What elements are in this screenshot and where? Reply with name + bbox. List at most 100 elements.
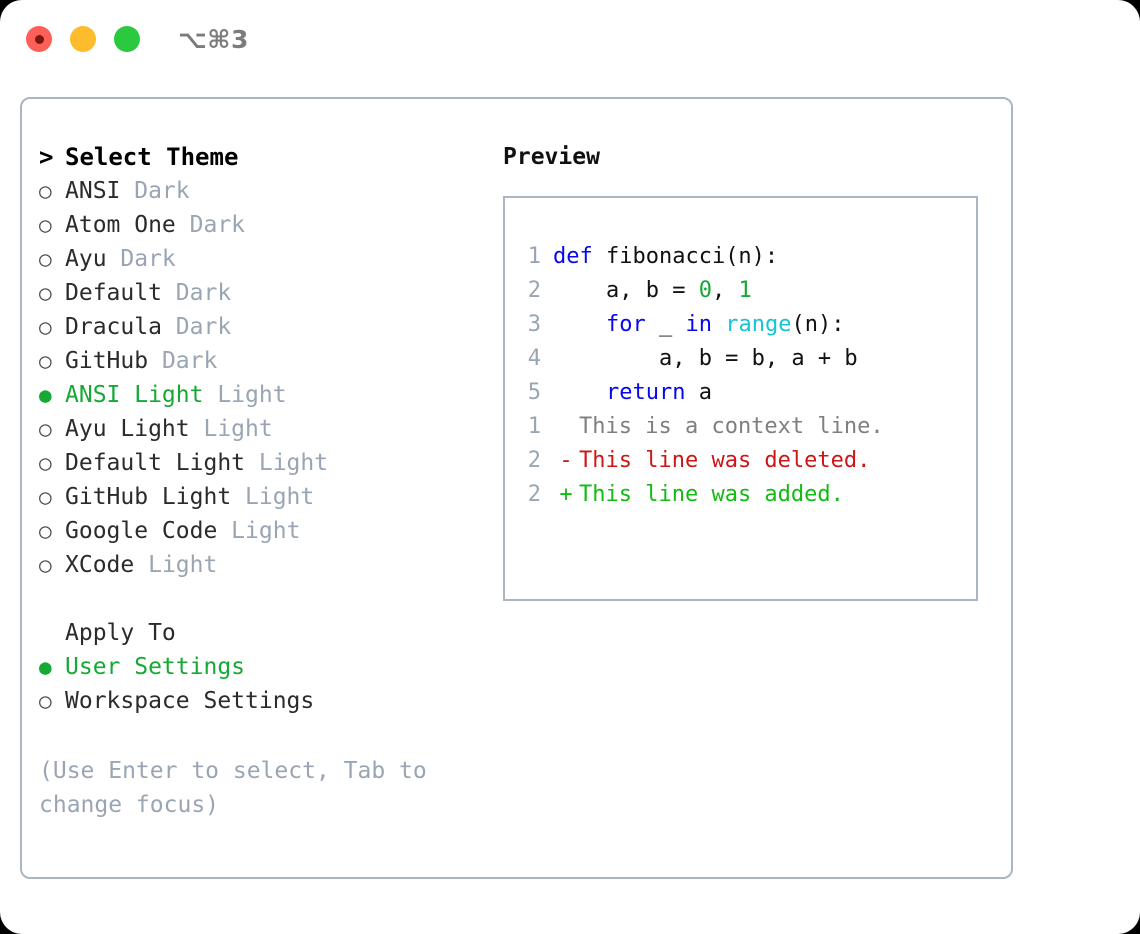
theme-kind-badge: Light xyxy=(217,518,301,544)
apply-to-option[interactable]: ○ Workspace Settings xyxy=(39,684,499,718)
radio-unselected-icon[interactable]: ○ xyxy=(39,553,52,577)
code-token: _ xyxy=(645,312,686,337)
list-spacer xyxy=(39,582,499,616)
code-token: 0 xyxy=(698,278,712,303)
code-token: a xyxy=(685,380,712,405)
code-token: for xyxy=(605,312,646,337)
apply-to-option-label: Workspace Settings xyxy=(65,688,315,714)
code-token: 1 xyxy=(738,278,752,303)
diff-sample: 1 This is a context line.2-This line was… xyxy=(515,410,970,512)
theme-kind-badge: Light xyxy=(189,416,273,442)
theme-name: XCode xyxy=(65,552,135,578)
theme-name: ANSI xyxy=(65,178,121,204)
theme-kind-badge: Light xyxy=(203,382,287,408)
code-token: a, b = xyxy=(553,278,699,303)
radio-unselected-icon[interactable]: ○ xyxy=(39,247,52,271)
line-number: 4 xyxy=(527,346,541,371)
theme-list-item[interactable]: ○ Ayu Dark xyxy=(39,242,499,276)
radio-unselected-icon[interactable]: ○ xyxy=(39,519,52,543)
diff-sign xyxy=(553,410,579,444)
theme-name: Ayu xyxy=(65,246,107,272)
theme-picker-column: > Select Theme ○ANSI Dark○Atom One Dark○… xyxy=(39,140,499,822)
radio-unselected-icon[interactable]: ○ xyxy=(39,179,52,203)
line-number: 1 xyxy=(527,244,541,269)
theme-name: Ayu Light xyxy=(65,416,190,442)
theme-list-item[interactable]: ○ Ayu Light Light xyxy=(39,412,499,446)
diff-sign: + xyxy=(559,482,573,507)
theme-list-item[interactable]: ○ GitHub Dark xyxy=(39,344,499,378)
theme-kind-badge: Light xyxy=(134,552,218,578)
line-number: 3 xyxy=(527,312,541,337)
radio-unselected-icon[interactable]: ○ xyxy=(39,417,52,441)
radio-unselected-icon[interactable]: ○ xyxy=(39,349,52,373)
code-line: 5 return a xyxy=(515,376,970,410)
theme-name: Atom One xyxy=(65,212,176,238)
keyboard-hint: (Use Enter to select, Tab to change focu… xyxy=(39,758,441,818)
radio-unselected-icon[interactable]: ○ xyxy=(39,315,52,339)
code-token: , xyxy=(711,278,739,303)
diff-line: 2 +This line was added. xyxy=(515,478,970,512)
apply-to-option[interactable]: ●User Settings xyxy=(39,650,499,684)
apply-to-label: Apply To xyxy=(65,620,176,646)
theme-list-item[interactable]: ● ANSI Light Light xyxy=(39,378,499,412)
theme-name: GitHub Light xyxy=(65,484,232,510)
radio-selected-icon[interactable]: ● xyxy=(39,655,52,679)
title-bar: ⌥⌘3 xyxy=(0,0,1140,78)
prompt-caret-icon: > xyxy=(39,143,54,171)
traffic-light-group xyxy=(26,26,140,52)
radio-unselected-icon[interactable]: ○ xyxy=(39,451,52,475)
theme-name: Google Code xyxy=(65,518,218,544)
main-panel: > Select Theme ○ANSI Dark○Atom One Dark○… xyxy=(20,97,1013,879)
code-token xyxy=(553,380,606,405)
theme-kind-badge: Dark xyxy=(161,314,232,340)
theme-list-item[interactable]: ○Default Dark xyxy=(39,276,499,310)
diff-line: 1 This is a context line. xyxy=(515,410,970,444)
apply-to-list: ●User Settings ○ Workspace Settings xyxy=(39,650,499,718)
page-title: Select Theme xyxy=(65,143,239,171)
close-button[interactable] xyxy=(26,26,52,52)
line-number: 1 xyxy=(527,414,541,439)
code-token: a, b = b, a + b xyxy=(553,346,858,371)
theme-list-item[interactable]: ○ Google Code Light xyxy=(39,514,499,548)
theme-list-item[interactable]: ○ GitHub Light Light xyxy=(39,480,499,514)
theme-kind-badge: Dark xyxy=(106,246,176,272)
theme-list-item[interactable]: ○ ANSI Dark xyxy=(39,174,499,208)
code-line: 3 for _ in range(n): xyxy=(515,308,970,342)
theme-name: GitHub xyxy=(65,348,149,374)
code-token: range xyxy=(725,312,792,337)
theme-picker-heading: > Select Theme xyxy=(39,140,499,174)
code-token: def xyxy=(553,244,606,269)
code-token xyxy=(553,312,606,337)
radio-selected-icon[interactable]: ● xyxy=(39,383,52,407)
theme-kind-badge: Dark xyxy=(120,178,190,204)
diff-line: 2-This line was deleted. xyxy=(515,444,970,478)
radio-unselected-icon[interactable]: ○ xyxy=(39,281,52,305)
code-token: (n): xyxy=(791,312,845,337)
diff-text: This line was deleted. xyxy=(579,448,871,473)
code-token: in xyxy=(685,312,712,337)
theme-list-item[interactable]: ○ XCode Light xyxy=(39,548,499,582)
theme-kind-badge: Dark xyxy=(175,212,246,238)
diff-text: This line was added. xyxy=(579,482,844,507)
theme-list-item[interactable]: ○Default Light Light xyxy=(39,446,499,480)
diff-sign: - xyxy=(559,448,573,473)
radio-unselected-icon[interactable]: ○ xyxy=(39,485,52,509)
theme-name: Default xyxy=(65,280,162,306)
radio-unselected-icon[interactable]: ○ xyxy=(39,213,52,237)
maximize-button[interactable] xyxy=(114,26,140,52)
theme-kind-badge: Light xyxy=(231,484,315,510)
theme-list-item[interactable]: ○ Atom One Dark xyxy=(39,208,499,242)
code-token xyxy=(712,312,725,337)
theme-list-item[interactable]: ○Dracula Dark xyxy=(39,310,499,344)
line-number: 2 xyxy=(527,448,541,473)
minimize-button[interactable] xyxy=(70,26,96,52)
theme-kind-badge: Dark xyxy=(148,348,218,374)
line-number: 2 xyxy=(527,482,541,507)
line-number: 5 xyxy=(527,380,541,405)
radio-unselected-icon[interactable]: ○ xyxy=(39,689,52,713)
theme-name: ANSI Light xyxy=(65,382,204,408)
